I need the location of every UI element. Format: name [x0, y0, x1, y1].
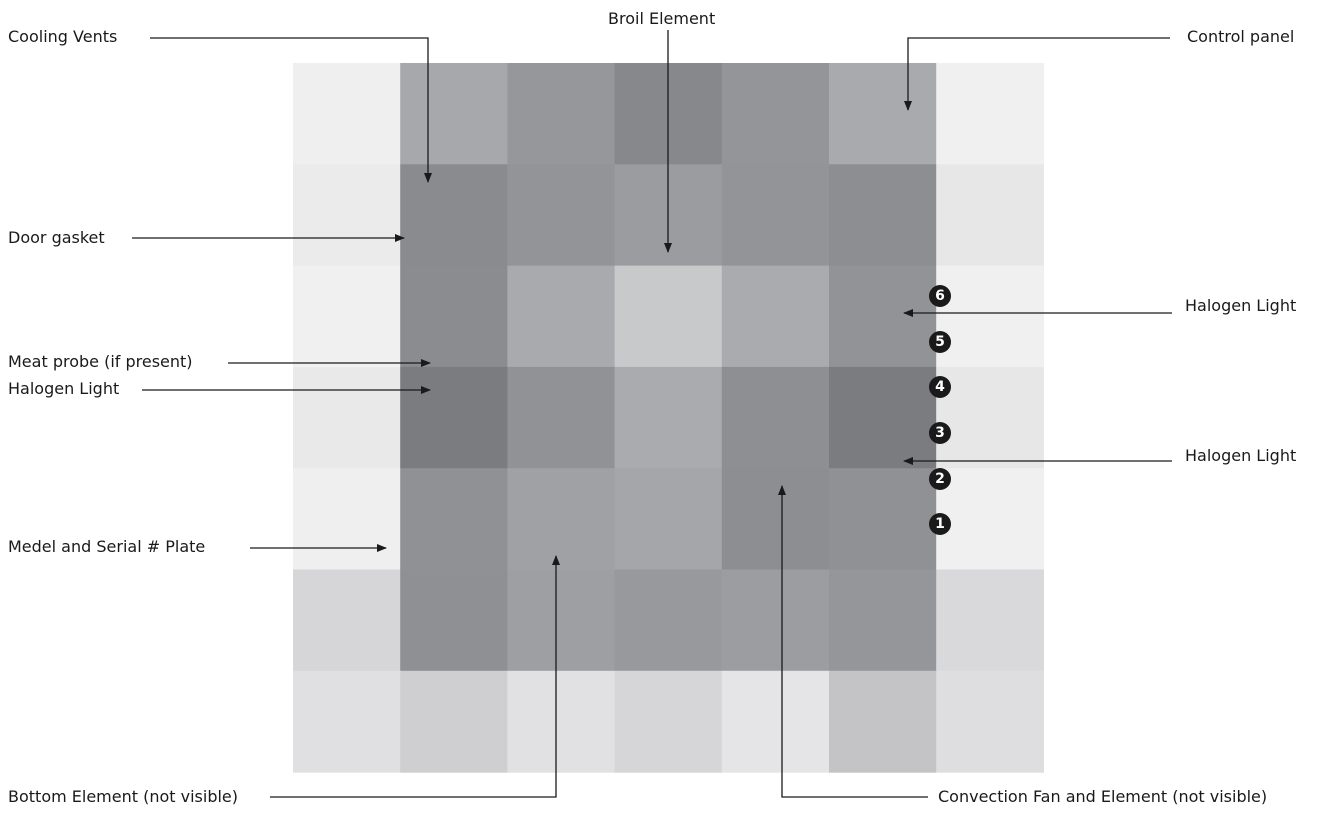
mosaic-tile	[507, 468, 616, 571]
mosaic-tile	[614, 366, 723, 469]
mosaic-tile	[829, 569, 937, 672]
mosaic-tile	[400, 63, 508, 165]
mosaic-tile	[400, 265, 508, 368]
mosaic-tile	[936, 468, 1044, 571]
label-bottom-element: Bottom Element (not visible)	[8, 787, 239, 806]
rack-position-badge: 1	[929, 513, 951, 535]
mosaic-tile	[507, 164, 616, 267]
mosaic-tile	[829, 366, 937, 469]
label-halogen-light-left: Halogen Light	[8, 379, 120, 398]
mosaic-tile	[293, 265, 401, 368]
mosaic-tile	[400, 569, 508, 672]
mosaic-tile	[721, 670, 830, 773]
mosaic-tile	[936, 670, 1044, 773]
leader-convection-fan	[778, 485, 928, 798]
mosaic-tile	[293, 63, 401, 165]
mosaic-tile	[829, 265, 937, 368]
mosaic-tile	[507, 569, 616, 672]
label-cooling-vents: Cooling Vents	[8, 27, 118, 46]
mosaic-tile	[936, 366, 1044, 469]
mosaic-tile	[614, 670, 723, 773]
mosaic-tile	[936, 265, 1044, 368]
mosaic-tile	[507, 265, 616, 368]
mosaic-tile	[400, 468, 508, 571]
mosaic-tile	[721, 164, 830, 267]
rack-position-badge: 4	[929, 376, 951, 398]
mosaic-tile	[829, 164, 937, 267]
mosaic-tile	[721, 63, 830, 165]
rack-position-badge: 6	[929, 285, 951, 307]
mosaic-tile	[507, 63, 616, 165]
leader-bottom-element	[270, 555, 560, 798]
mosaic-tile	[614, 569, 723, 672]
label-control-panel: Control panel	[1187, 27, 1295, 46]
label-convection-fan: Convection Fan and Element (not visible)	[938, 787, 1268, 806]
mosaic-tile	[614, 265, 723, 368]
mosaic-tile	[400, 670, 508, 773]
rack-position-badge: 3	[929, 422, 951, 444]
leader-lines	[132, 30, 1172, 798]
label-door-gasket: Door gasket	[8, 228, 105, 247]
label-meat-probe: Meat probe (if present)	[8, 352, 193, 371]
mosaic-tile	[293, 569, 401, 672]
mosaic-tile	[507, 366, 616, 469]
mosaic-tile	[293, 468, 401, 571]
mosaic-tile	[721, 265, 830, 368]
mosaic-tile	[507, 670, 616, 773]
label-halogen-light-right-top: Halogen Light	[1185, 296, 1297, 315]
label-broil-element: Broil Element	[608, 9, 716, 28]
label-halogen-light-right-bottom: Halogen Light	[1185, 446, 1297, 465]
mosaic-tile	[293, 164, 401, 267]
mosaic-tile	[721, 569, 830, 672]
mosaic-tile	[936, 569, 1044, 672]
mosaic-tile	[936, 63, 1044, 165]
mosaic-tile	[721, 468, 830, 571]
mosaic-tile	[293, 670, 401, 773]
rack-position-badge: 5	[929, 331, 951, 353]
mosaic-tile	[293, 366, 401, 469]
mosaic-tile	[721, 366, 830, 469]
mosaic-tile	[829, 468, 937, 571]
label-model-serial-plate: Medel and Serial # Plate	[8, 537, 206, 556]
mosaic-tile	[614, 468, 723, 571]
rack-position-badge: 2	[929, 468, 951, 490]
mosaic-tile	[400, 366, 508, 469]
leader-control-panel	[904, 37, 1170, 111]
leader-cooling-vents	[150, 37, 432, 183]
mosaic-tile	[829, 670, 937, 773]
mosaic-tile	[936, 164, 1044, 267]
oven-image-mosaic	[293, 63, 1044, 773]
mosaic-tile	[400, 164, 508, 267]
mosaic-tile	[829, 63, 937, 165]
